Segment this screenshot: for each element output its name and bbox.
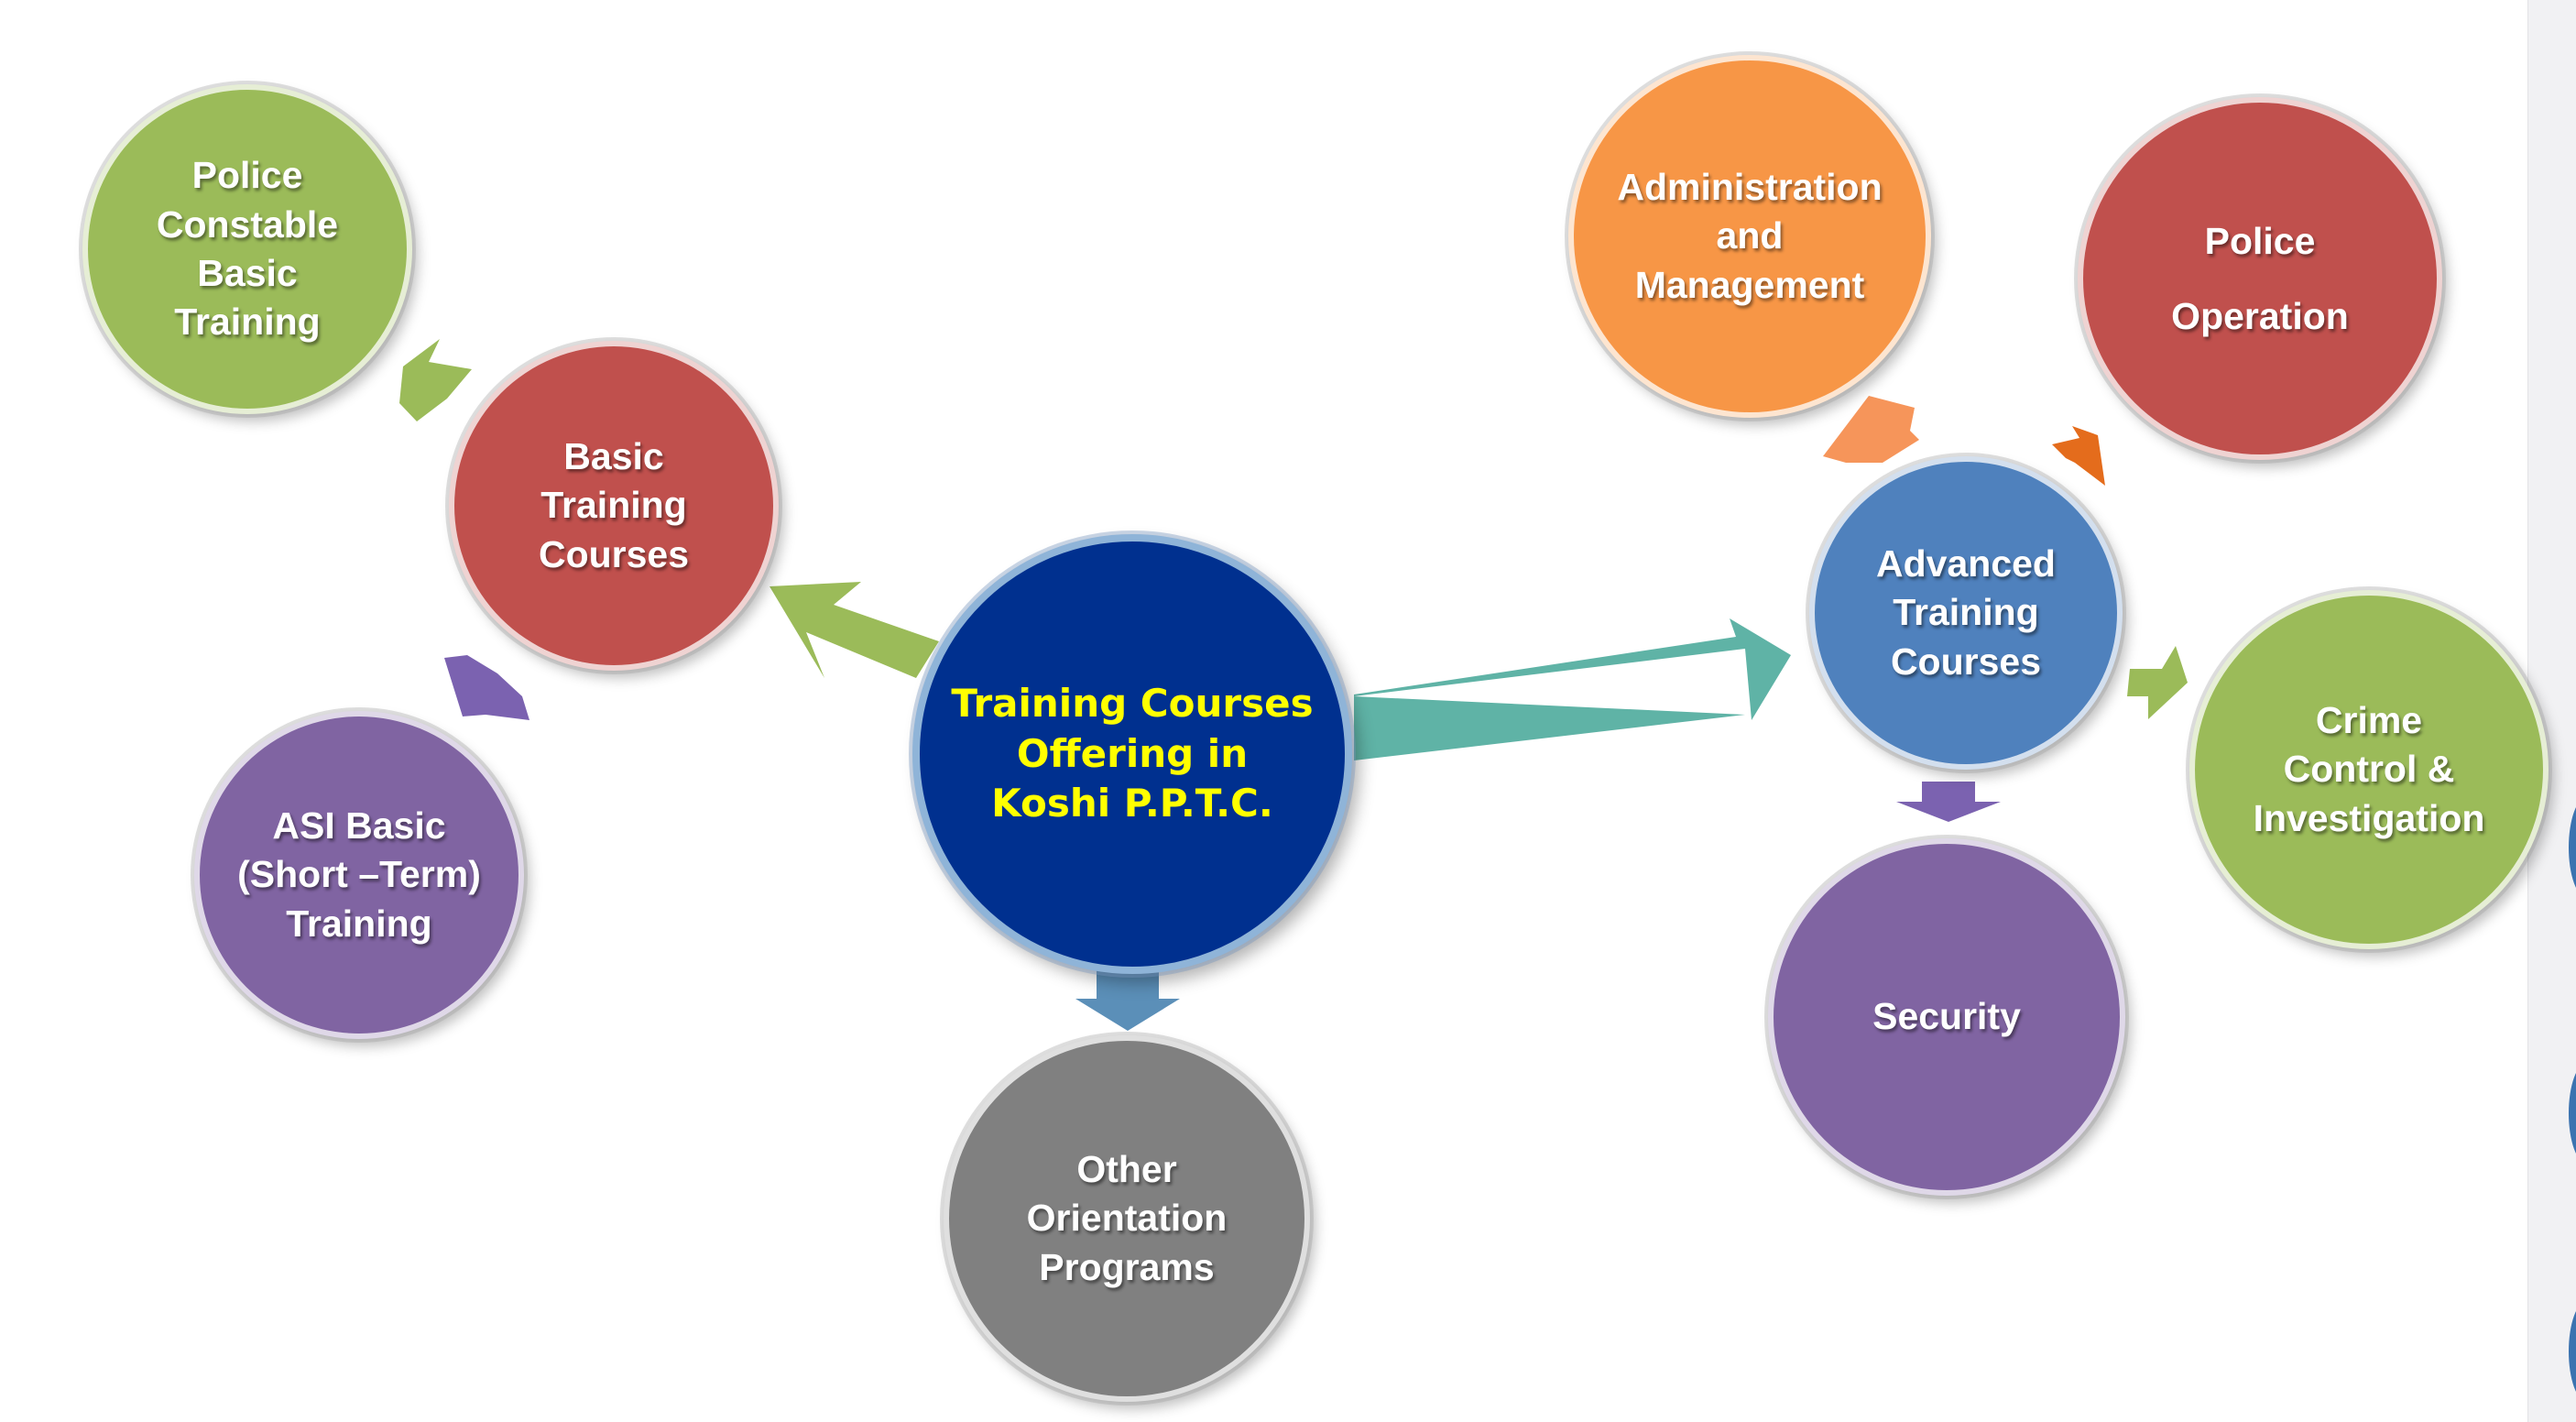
- arrow-to-operation: [2052, 426, 2105, 486]
- node-police-constable-basic-training: Police Constable Basic Training: [82, 84, 412, 414]
- center-node-label: Training Courses Offering in Koshi P.P.T…: [951, 681, 1314, 826]
- node-administration-and-management: Administration and Management: [1568, 55, 1931, 418]
- node-security-label: Security: [1872, 995, 2021, 1038]
- node-other-label: Other Orientation Programs: [1026, 1148, 1228, 1288]
- node-asi-label: ASI Basic (Short –Term) Training: [237, 804, 481, 945]
- arrow-to-advanced-training: [1354, 618, 1791, 760]
- edge-circle-partial: [2569, 1063, 2576, 1164]
- node-advanced-label: Advanced Training Courses: [1876, 542, 2056, 683]
- arrow-to-administration: [1823, 396, 1919, 463]
- edge-circle-partial: [2569, 797, 2576, 898]
- node-operation-label: Police Operation: [2171, 219, 2349, 337]
- edge-circle-partial: [2569, 1301, 2576, 1402]
- node-police-operation: Police Operation: [2078, 97, 2442, 460]
- node-basic-training-courses: Basic Training Courses: [449, 341, 779, 671]
- node-crime-label: Crime Control & Investigation: [2253, 699, 2485, 839]
- node-advanced-training-courses: Advanced Training Courses: [1809, 456, 2123, 770]
- node-constable-label: Police Constable Basic Training: [156, 154, 339, 344]
- arrow-to-constable: [399, 339, 472, 421]
- node-basic-training-label: Basic Training Courses: [538, 435, 690, 575]
- node-crime-control-investigation: Crime Control & Investigation: [2189, 590, 2549, 949]
- arrow-to-other-programs: [1075, 962, 1180, 1031]
- arrow-to-crime-control: [2127, 646, 2188, 719]
- arrow-to-asi: [444, 655, 529, 720]
- center-node-training-courses: Training Courses Offering in Koshi P.P.T…: [912, 534, 1352, 974]
- node-other-orientation-programs: Other Orientation Programs: [944, 1035, 1310, 1402]
- node-administration-label: Administration and Management: [1617, 166, 1883, 306]
- arrow-to-security: [1896, 782, 2001, 822]
- node-asi-basic-training: ASI Basic (Short –Term) Training: [194, 711, 524, 1039]
- node-security: Security: [1768, 838, 2125, 1196]
- arrow-to-basic-training: [770, 582, 939, 678]
